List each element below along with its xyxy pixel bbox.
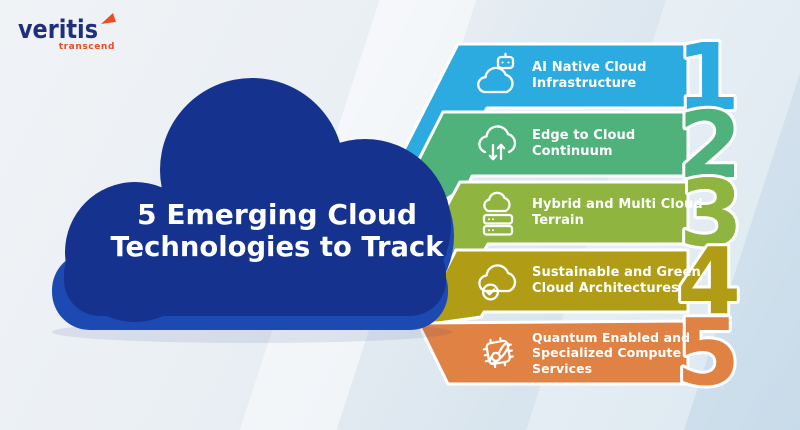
banner-number-2: 2 (678, 92, 742, 199)
banner-label-4: Sustainable and Green Cloud Architecture… (532, 265, 701, 296)
cloud-title-line1: 5 Emerging Cloud (137, 198, 417, 231)
banner-row-5: Quantum Enabled and Specialized Compute … (476, 329, 706, 377)
banner-label-2: Edge to Cloud Continuum (532, 128, 636, 159)
cloud-body (64, 78, 451, 322)
banner-number-1: 1 (676, 24, 740, 131)
banner-label-5: Quantum Enabled and Specialized Compute … (532, 329, 691, 376)
banner-shape-5 (416, 319, 690, 386)
ai-native-cloud-icon (477, 52, 515, 94)
quantum-compute-icon (482, 337, 514, 368)
banner-row-3: Hybrid and Multi Cloud Terrain (476, 191, 706, 236)
brand-arrow-icon (101, 13, 116, 24)
banner-label-1: AI Native Cloud Infrastructure (532, 60, 647, 91)
banner-number-5: 5 (676, 299, 740, 406)
banner-shape-4 (415, 248, 690, 328)
brand-logo: veritis transcend (18, 13, 116, 52)
edge-to-cloud-icon (478, 125, 517, 161)
banner-number-4: 4 (677, 228, 741, 335)
banner-row-2: Edge to Cloud Continuum (476, 122, 706, 166)
banner-row-1: AI Native Cloud Infrastructure (476, 52, 706, 98)
cloud-title-line2: Technologies to Track (111, 230, 445, 263)
brand-tagline: transcend (59, 42, 115, 52)
sustainable-cloud-icon (478, 264, 517, 301)
hybrid-multi-cloud-icon (482, 191, 514, 236)
banner-label-3: Hybrid and Multi Cloud Terrain (532, 197, 703, 228)
banner-row-4: Sustainable and Green Cloud Architecture… (476, 259, 706, 303)
brand-name: veritis (18, 15, 98, 45)
banner-number-3: 3 (679, 160, 743, 267)
